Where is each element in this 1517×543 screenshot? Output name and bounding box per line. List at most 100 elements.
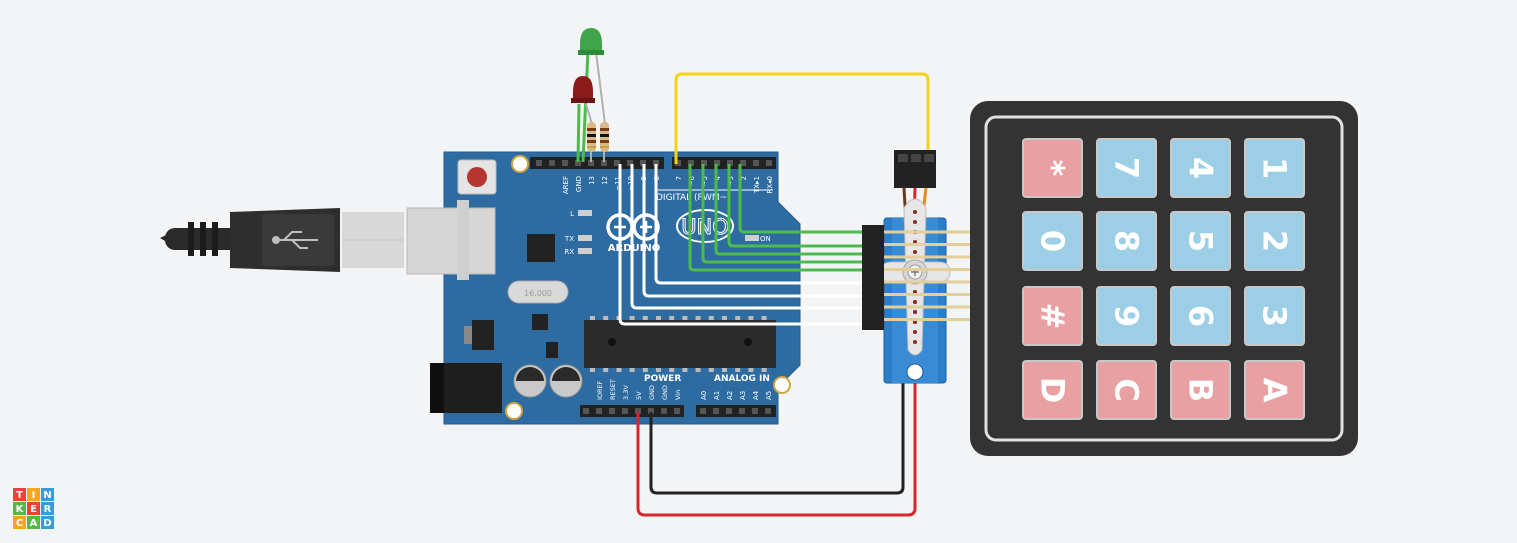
digital-pin-socket[interactable]: [549, 160, 555, 166]
analog-pin-socket[interactable]: [726, 408, 732, 414]
digital-pin-socket[interactable]: [740, 160, 746, 166]
digital-pin-socket[interactable]: [653, 160, 659, 166]
digital-pin-socket[interactable]: [714, 160, 720, 166]
green-led[interactable]: [578, 28, 604, 55]
analog-pin-socket[interactable]: [713, 408, 719, 414]
reset-button-cap: [467, 167, 487, 187]
keypad-key[interactable]: 5: [1170, 211, 1231, 271]
digital-pin-label: ~5: [701, 176, 709, 186]
board-led-label: TX: [564, 235, 574, 243]
keypad-key[interactable]: 7: [1096, 138, 1157, 198]
keypad-column-wire[interactable]: [654, 164, 866, 285]
keypad-key-label: C: [1108, 378, 1146, 401]
logo-letter: N: [43, 490, 51, 501]
keypad-key[interactable]: *: [1022, 138, 1083, 198]
digital-pin-socket[interactable]: [575, 160, 581, 166]
crystal-oscillator: [507, 280, 569, 304]
keypad-key[interactable]: 8: [1096, 211, 1157, 271]
logo-letter: C: [16, 518, 23, 529]
micro-servo[interactable]: [879, 150, 951, 384]
power-pin-socket[interactable]: [609, 408, 615, 414]
power-pin-socket[interactable]: [661, 408, 667, 414]
small-chip: [546, 342, 558, 358]
usb-cable-ridge: [200, 222, 206, 256]
digital-pin-socket[interactable]: [562, 160, 568, 166]
power-pin-label: Vin: [674, 390, 682, 400]
digital-pin-label: AREF: [562, 176, 570, 194]
keypad-key[interactable]: D: [1022, 360, 1083, 420]
digital-pin-socket[interactable]: [753, 160, 759, 166]
wires[interactable]: [610, 72, 930, 517]
usb-cable[interactable]: [160, 208, 404, 272]
keypad-key[interactable]: 0: [1022, 211, 1083, 271]
analog-pin-socket[interactable]: [700, 408, 706, 414]
keypad-key[interactable]: 3: [1244, 286, 1305, 346]
digital-pin-socket[interactable]: [627, 160, 633, 166]
keypad-row-wire[interactable]: [738, 164, 866, 234]
keypad-key-label: 5: [1182, 230, 1220, 252]
resistor[interactable]: [600, 122, 609, 152]
digital-pin-label: 12: [601, 176, 609, 185]
keypad-row-wire[interactable]: [727, 164, 866, 248]
uno-badge: [676, 209, 734, 243]
keypad-key[interactable]: 4: [1170, 138, 1231, 198]
digital-pin-socket[interactable]: [727, 160, 733, 166]
analog-pin-socket[interactable]: [752, 408, 758, 414]
led-resistor-group[interactable]: [571, 28, 609, 163]
keypad-key[interactable]: C: [1096, 360, 1157, 420]
keypad-key[interactable]: #: [1022, 286, 1083, 346]
keypad-key[interactable]: 2: [1244, 211, 1305, 271]
keypad-key[interactable]: 1: [1244, 138, 1305, 198]
digital-pin-socket[interactable]: [701, 160, 707, 166]
logo-tile: [41, 488, 54, 501]
keypad-row-wire[interactable]: [688, 164, 866, 272]
servo-power-wire[interactable]: [636, 374, 917, 517]
keypad-column-wire[interactable]: [630, 164, 866, 310]
keypad-key-label: 9: [1108, 305, 1146, 327]
power-pin-socket[interactable]: [596, 408, 602, 414]
digital-pin-socket[interactable]: [766, 160, 772, 166]
power-pin-socket[interactable]: [674, 408, 680, 414]
analog-pin-socket[interactable]: [739, 408, 745, 414]
digital-pin-socket[interactable]: [640, 160, 646, 166]
power-header-label: POWER: [644, 374, 681, 384]
keypad-key[interactable]: A: [1244, 360, 1305, 420]
crystal-label: 16.000: [524, 289, 552, 298]
keypad-column-wire[interactable]: [642, 164, 866, 298]
keypad-row-wire[interactable]: [701, 164, 866, 264]
power-pin-socket[interactable]: [648, 408, 654, 414]
resistor[interactable]: [587, 122, 596, 152]
analog-pin-socket[interactable]: [765, 408, 771, 414]
digital-pin-socket[interactable]: [688, 160, 694, 166]
keypad-column-wire[interactable]: [618, 164, 866, 326]
digital-pin-socket[interactable]: [588, 160, 594, 166]
digital-pin-socket[interactable]: [536, 160, 542, 166]
board-led-label: RX: [564, 248, 574, 256]
digital-pin-socket[interactable]: [601, 160, 607, 166]
red-led[interactable]: [571, 76, 595, 103]
servo-signal-wire[interactable]: [674, 72, 930, 164]
keypad-key[interactable]: 9: [1096, 286, 1157, 346]
servo-ground-wire[interactable]: [649, 374, 905, 495]
digital-pin-socket[interactable]: [675, 160, 681, 166]
keypad-key-label: 0: [1034, 230, 1072, 252]
power-pin-socket[interactable]: [622, 408, 628, 414]
keypad-key[interactable]: B: [1170, 360, 1231, 420]
keypad-key[interactable]: 6: [1170, 286, 1231, 346]
logo-letter: K: [16, 504, 25, 515]
digital-pin-socket[interactable]: [614, 160, 620, 166]
logo-letter: D: [43, 518, 51, 529]
board-led: [578, 235, 592, 241]
power-pin-socket[interactable]: [635, 408, 641, 414]
small-chip: [532, 314, 548, 330]
keypad-key-label: 7: [1108, 157, 1146, 179]
digital-pin-label: ~11: [614, 176, 622, 191]
keypad-row-wire[interactable]: [714, 164, 866, 256]
keypad-key-label: 1: [1256, 157, 1294, 179]
logo-letter: I: [32, 490, 36, 501]
power-pin-socket[interactable]: [583, 408, 589, 414]
